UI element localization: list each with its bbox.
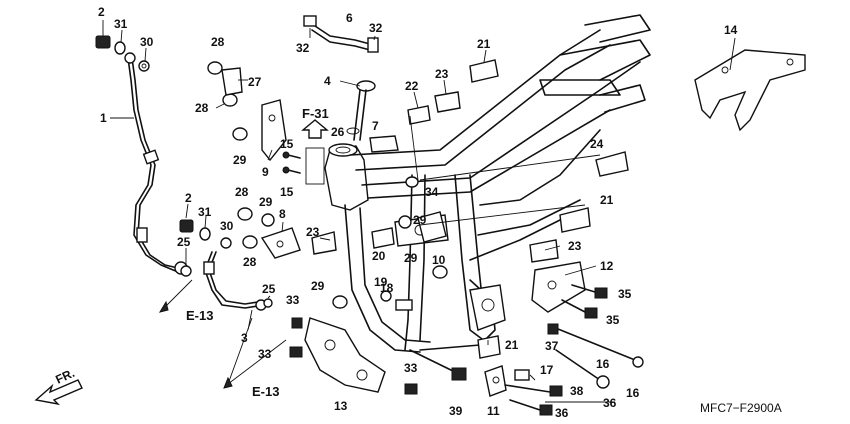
callout-c18: 18 <box>380 281 394 295</box>
callout-c7: 7 <box>372 119 379 133</box>
callout-c39: 39 <box>449 404 463 418</box>
callout-c26: 26 <box>331 125 345 139</box>
callout-c31b: 31 <box>198 205 212 219</box>
callout-c9: 9 <box>262 165 269 179</box>
bracket-11 <box>484 365 507 397</box>
callout-labels: 2 31 30 1 2 31 30 25 25 3 28 27 28 29 9 … <box>98 5 738 420</box>
diagram-code: MFC7−F2900A <box>700 401 782 415</box>
hose-6 <box>303 15 379 53</box>
callout-c31a: 31 <box>114 17 128 31</box>
ref-e13-b: E-13 <box>252 384 279 399</box>
callout-c16b: 16 <box>626 386 640 400</box>
callout-c34: 34 <box>425 185 439 199</box>
callout-c33c: 33 <box>404 361 418 375</box>
callout-c11: 11 <box>487 404 500 418</box>
callout-c27: 27 <box>248 75 262 89</box>
callout-c20: 20 <box>372 249 386 263</box>
callout-c30b: 30 <box>220 219 234 233</box>
callout-c21b: 21 <box>505 338 519 352</box>
clamps-upper <box>311 59 629 359</box>
main-frame <box>324 14 651 353</box>
callout-c29d: 29 <box>404 251 418 265</box>
callout-c2b: 2 <box>185 191 192 205</box>
callout-c33a: 33 <box>286 293 300 307</box>
callout-c13: 13 <box>334 399 348 413</box>
callout-c23a: 23 <box>435 67 449 81</box>
long-bolts <box>504 323 644 416</box>
bracket-10 <box>417 211 447 243</box>
callout-c15a: 15 <box>280 137 294 151</box>
callout-c29e: 29 <box>311 279 325 293</box>
engine-guard-13 <box>304 317 386 393</box>
grommets-mid <box>332 176 448 311</box>
mount-brackets-left <box>207 61 301 259</box>
callout-c29a: 29 <box>233 153 247 167</box>
ref-f31: F-31 <box>302 106 329 121</box>
callout-c37: 37 <box>545 339 559 353</box>
callout-c35b: 35 <box>606 313 620 327</box>
bolt-2-upper <box>95 35 150 72</box>
callout-c6: 6 <box>346 11 353 25</box>
callout-c28b: 28 <box>195 101 209 115</box>
hose-3 <box>203 251 267 311</box>
callout-c21a: 21 <box>477 37 491 51</box>
callout-c29b: 29 <box>259 195 273 209</box>
leader-lines <box>102 20 736 403</box>
callout-c8: 8 <box>279 207 286 221</box>
callout-c28d: 28 <box>243 255 257 269</box>
callout-c23b: 23 <box>306 225 320 239</box>
callout-c36a: 36 <box>603 396 617 410</box>
callout-c19: 19 <box>374 275 388 289</box>
screws-15 <box>282 147 325 185</box>
callout-c32b: 32 <box>369 21 383 35</box>
callout-c23c: 23 <box>568 239 582 253</box>
callout-c3: 3 <box>241 331 248 345</box>
front-direction-icon <box>34 379 83 406</box>
callout-c25a: 25 <box>177 235 191 249</box>
callout-c1: 1 <box>100 111 107 125</box>
callout-c16a: 16 <box>596 357 610 371</box>
callout-c24: 24 <box>590 137 604 151</box>
bolt-2-lower <box>179 219 273 308</box>
bolt-39 <box>409 349 467 381</box>
callout-c2a: 2 <box>98 5 105 19</box>
dipstick-4 <box>346 80 399 153</box>
bolts-35 <box>561 284 608 319</box>
callout-c35a: 35 <box>618 287 632 301</box>
e13-arrows <box>158 279 287 389</box>
callout-c10: 10 <box>432 253 446 267</box>
callout-c15b: 15 <box>280 185 294 199</box>
callout-c28a: 28 <box>211 35 225 49</box>
f31-reference-arrow <box>301 119 329 139</box>
callout-c28c: 28 <box>235 185 249 199</box>
callout-c38: 38 <box>570 384 584 398</box>
callout-c29c: 29 <box>413 213 427 227</box>
callout-c12: 12 <box>600 259 614 273</box>
callout-c17: 17 <box>540 363 554 377</box>
callout-c4: 4 <box>324 74 331 88</box>
callout-c33b: 33 <box>258 347 272 361</box>
bolts-33 <box>289 317 418 395</box>
callout-c32a: 32 <box>296 41 310 55</box>
ref-e13-a: E-13 <box>186 308 213 323</box>
callout-c22: 22 <box>405 79 419 93</box>
callout-c36b: 36 <box>555 406 569 420</box>
plate-12 <box>531 261 586 313</box>
callout-c21c: 21 <box>600 193 614 207</box>
callout-c14: 14 <box>724 23 738 37</box>
callout-c25b: 25 <box>262 282 276 296</box>
callout-c30a: 30 <box>140 35 154 49</box>
rear-bracket-14 <box>694 49 806 132</box>
